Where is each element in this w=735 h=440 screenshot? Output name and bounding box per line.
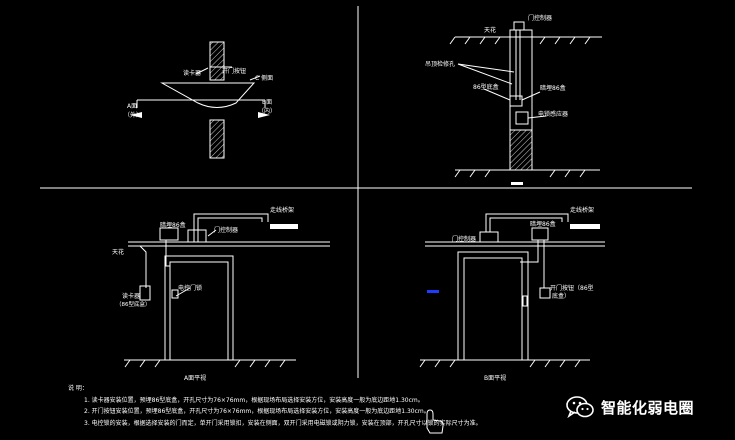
wire-tray-label: 走线桥架 [570,206,594,214]
notes-title: 说 明： [68,385,88,392]
hand-cursor-icon [426,409,444,434]
wechat-icon [565,394,595,420]
door-frame [457,251,529,360]
a-elevation [124,213,330,368]
hidden-box-label: 暗埋86盒 [530,220,556,228]
reader-box [139,285,151,301]
reader-label: 读卡器 [122,292,140,300]
sensor-label: 电锁感应器 [538,110,568,118]
b-caption: B面平视 [484,374,506,382]
c-side-label: C 侧面 [255,74,273,82]
hidden-box [159,227,179,241]
controller-box [187,229,207,243]
scale-bar [511,182,523,185]
note-item: 3. 电控锁的安装，根据选择安装的门而定，单开门采用锁扣，安装在侧面，双开门采用… [84,419,482,427]
reader-note: （86型底盒） [116,300,151,308]
exit-button-label: 开门按钮（86型 [550,284,594,292]
wall-upper [209,41,225,81]
b-elevation [419,213,605,368]
hidden-box-label: 暗埋86盒 [160,221,186,229]
accent-mark [427,290,439,293]
controller-label: 门控制器 [452,235,476,243]
a-caption: A面平视 [184,374,206,382]
door-swing [160,82,256,108]
ceiling-label: 天花 [484,26,496,34]
note-item: 2. 开门按钮安装位置，预埋86型底盒，开孔尺寸为76×76mm，根据现场布局选… [84,408,430,415]
door-lock-label: 电控门锁 [178,284,202,292]
reader-label: 读卡器 [183,69,201,77]
b-side-label: B面 [262,99,272,106]
controller-label: 门控制器 [528,14,552,22]
wall-lower [209,119,225,159]
wire-box-label: 86型底盒 [473,83,499,91]
tray-mark [270,224,298,229]
door-frame [164,255,234,360]
arrow-icon [130,112,270,118]
hidden-box-label: 暗埋86盒 [540,84,566,92]
lock-box [522,295,528,307]
controller-label: 门控制器 [214,226,238,234]
note-item: 1. 读卡器安装位置，预埋86型底盒，开孔尺寸为76×76mm，根据现场布局选择… [84,396,424,404]
door-magnet-label: 开门按钮 [222,67,246,75]
a-side-sub: （外） [124,111,142,119]
a-side-label: A面 [127,103,137,110]
hidden-box [509,95,523,107]
brand-watermark: 智能化弱电圈 [565,394,694,420]
controller-box [479,231,499,243]
section-view [449,21,602,178]
exit-button-label-2: 底盒） [552,292,570,300]
hidden-box [531,227,549,241]
notes: 说 明： 1. 读卡器安装位置，预埋86型底盒，开孔尺寸为76×76mm，根据现… [68,383,628,429]
wire-tray-label: 走线桥架 [270,206,294,214]
brand-name: 智能化弱电圈 [601,398,695,417]
tray-mark [570,224,600,229]
plan-view [136,41,266,159]
controller-box [513,21,525,31]
exit-button-box [539,287,551,299]
b-side-sub: （内） [258,107,276,115]
sensor-box [515,111,529,125]
lock-box [171,289,179,299]
ceiling-label: 天花 [112,248,124,256]
ceiling-holes-label: 吊顶检修孔 [425,60,455,68]
